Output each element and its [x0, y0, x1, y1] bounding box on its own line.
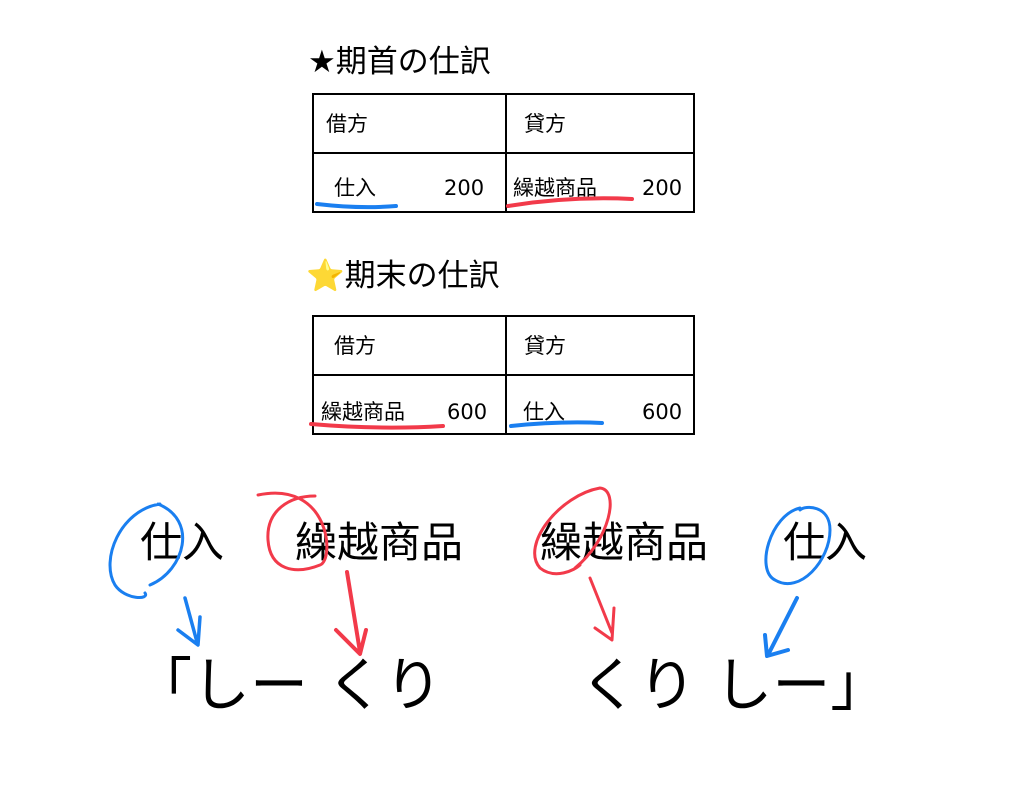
debit-header: 借方: [326, 112, 368, 136]
closing-title-text: 期末の仕訳: [344, 258, 500, 294]
yellow-star-icon: ⭐: [306, 258, 345, 294]
credit-header: 貸方: [524, 334, 566, 358]
red-arrow: [588, 576, 616, 642]
mnemonic-right-phrase: くり しー」: [580, 651, 889, 719]
debit-account: 繰越商品: [321, 400, 405, 424]
mnemonic-word: 繰越商品: [540, 518, 709, 567]
mnemonic-left-phrase: 「しー くり: [134, 651, 443, 719]
black-star-icon: ★: [308, 44, 336, 80]
divider: [314, 152, 693, 154]
closing-title: ⭐期末の仕訳: [306, 258, 500, 294]
opening-title: ★期首の仕訳: [308, 44, 491, 80]
mnemonic-word: 仕入: [783, 518, 868, 567]
divider: [505, 317, 507, 433]
credit-amount: 600: [642, 400, 683, 424]
debit-account: 仕入: [334, 176, 376, 200]
blue-arrow: [176, 596, 202, 647]
opening-title-text: 期首の仕訳: [335, 44, 491, 80]
mnemonic-word: 繰越商品: [295, 518, 464, 567]
credit-account: 繰越商品: [513, 176, 597, 200]
credit-account: 仕入: [523, 400, 565, 424]
divider: [505, 95, 507, 211]
credit-amount: 200: [642, 176, 683, 200]
red-arrow: [334, 570, 368, 656]
closing-journal-table: 借方 貸方 繰越商品 600 仕入 600: [312, 315, 695, 435]
debit-amount: 200: [444, 176, 485, 200]
mnemonic-word: 仕入: [140, 518, 225, 567]
opening-journal-table: 借方 貸方 仕入 200 繰越商品 200: [312, 93, 695, 213]
blue-arrow: [763, 596, 799, 658]
debit-amount: 600: [447, 400, 488, 424]
debit-header: 借方: [334, 334, 376, 358]
divider: [314, 374, 693, 376]
credit-header: 貸方: [524, 112, 566, 136]
